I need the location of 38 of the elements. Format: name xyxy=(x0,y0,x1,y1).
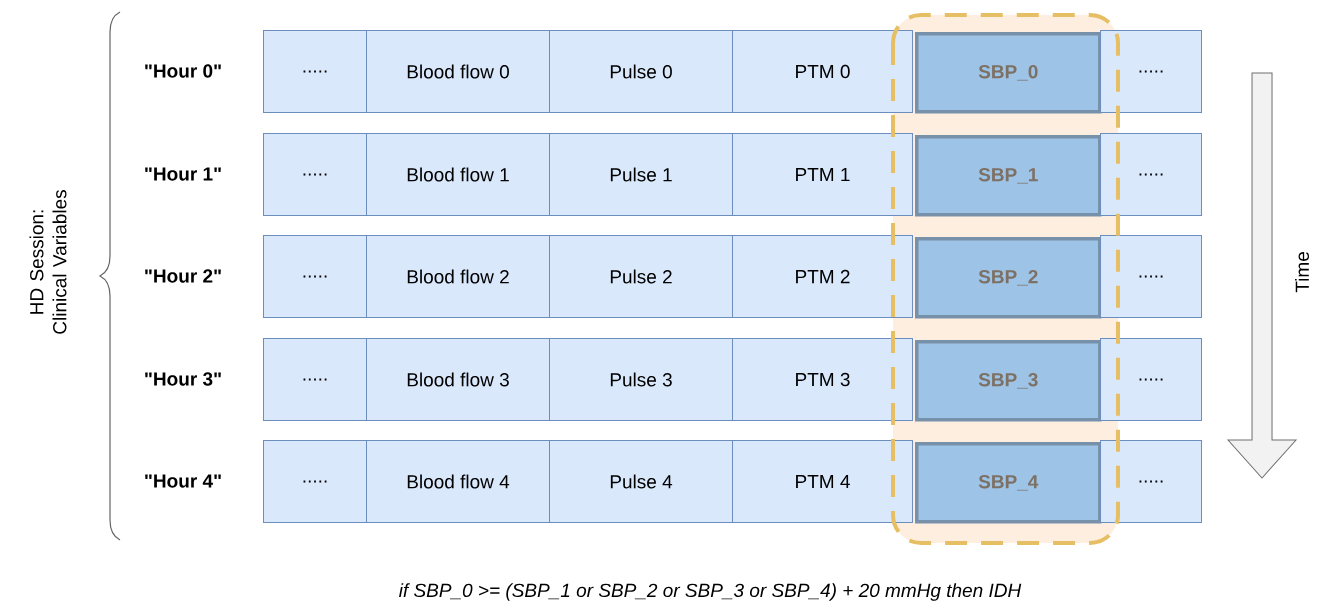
side-label: HD Session: Clinical Variables xyxy=(29,190,67,334)
sbp-cell: SBP_1 xyxy=(915,135,1102,217)
table-cell: Blood flow 3 xyxy=(366,338,550,421)
row-label: "Hour 0" xyxy=(145,64,221,78)
caption: if SBP_0 >= (SBP_1 or SBP_2 or SBP_3 or SBP_4) + 20 mmHg then IDH xyxy=(399,583,1022,601)
table-cell: PTM 3 xyxy=(732,338,913,421)
table-cell: ..... xyxy=(263,440,367,523)
table-cell: PTM 2 xyxy=(732,235,913,318)
axis-label: Time xyxy=(1295,252,1309,293)
table-cell: Pulse 4 xyxy=(549,440,733,523)
table-cell: ..... xyxy=(1100,235,1202,318)
table-cell: ..... xyxy=(1100,133,1202,216)
table-cell: PTM 1 xyxy=(732,133,913,216)
table-cell: Blood flow 0 xyxy=(366,30,550,113)
table-cell: ..... xyxy=(1100,440,1202,523)
table-cell: Blood flow 2 xyxy=(366,235,550,318)
table-cell: PTM 4 xyxy=(732,440,913,523)
sbp-cell: SBP_0 xyxy=(915,32,1102,114)
row-label: "Hour 4" xyxy=(145,474,221,488)
table-cell: ..... xyxy=(263,133,367,216)
table-cell: ..... xyxy=(1100,338,1202,421)
table-cell: ..... xyxy=(263,30,367,113)
sbp-cell: SBP_2 xyxy=(915,237,1102,319)
sbp-cell: SBP_3 xyxy=(915,340,1102,422)
table-cell: PTM 0 xyxy=(732,30,913,113)
row-label: "Hour 2" xyxy=(145,269,221,283)
table-cell: Blood flow 1 xyxy=(366,133,550,216)
table-cell: Pulse 3 xyxy=(549,338,733,421)
row-label: "Hour 3" xyxy=(145,372,221,386)
table-cell: ..... xyxy=(263,338,367,421)
table-cell: ..... xyxy=(263,235,367,318)
row-label: "Hour 1" xyxy=(145,167,221,181)
sbp-cell: SBP_4 xyxy=(915,442,1102,524)
table-cell: Pulse 2 xyxy=(549,235,733,318)
table-cell: ..... xyxy=(1100,30,1202,113)
table-cell: Blood flow 4 xyxy=(366,440,550,523)
table-cell: Pulse 0 xyxy=(549,30,733,113)
table-cell: Pulse 1 xyxy=(549,133,733,216)
